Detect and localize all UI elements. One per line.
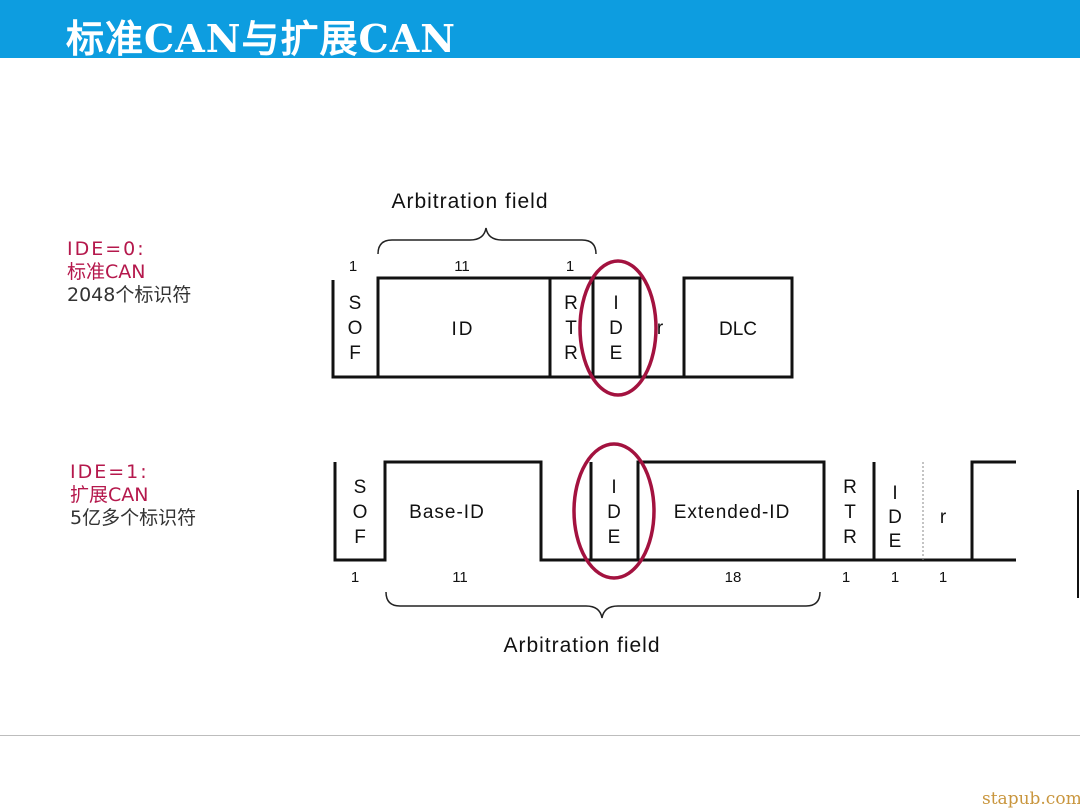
standard-sof-f: F bbox=[349, 343, 361, 364]
extended-ide2-d: D bbox=[888, 507, 902, 528]
standard-rtr-bits: 1 bbox=[566, 258, 574, 275]
extended-arbitration-caption: Arbitration field bbox=[503, 634, 660, 657]
standard-frame-lines bbox=[331, 276, 794, 379]
page-title: 标准CAN与扩展CAN bbox=[66, 16, 456, 61]
standard-sof-bits: 1 bbox=[349, 258, 357, 275]
standard-r-field: r bbox=[657, 318, 664, 339]
extended-extended-id-field: Extended-ID bbox=[674, 502, 791, 523]
standard-rtr-r: R bbox=[564, 293, 578, 314]
standard-arbitration-brace bbox=[377, 227, 597, 255]
standard-ide-e: E bbox=[610, 343, 623, 364]
extended-ide-bits: 1 bbox=[891, 569, 899, 586]
standard-arbitration-caption: Arbitration field bbox=[391, 190, 548, 213]
extended-ide-value: IDE=1: bbox=[70, 461, 149, 483]
extended-type: 扩展CAN bbox=[70, 484, 149, 506]
extended-rtr-r: R bbox=[843, 477, 857, 498]
extended-frame-lines bbox=[333, 460, 1016, 562]
extended-r-bits: 1 bbox=[939, 569, 947, 586]
standard-id-bits: 11 bbox=[454, 258, 470, 275]
extended-id-count: 5亿多个标识符 bbox=[70, 507, 197, 529]
standard-sof-o: O bbox=[348, 318, 363, 339]
extended-rtr-r2: R bbox=[843, 527, 857, 548]
standard-ide-d: D bbox=[609, 318, 623, 339]
extended-r-field: r bbox=[940, 507, 947, 528]
standard-dlc-field: DLC bbox=[719, 319, 757, 340]
extended-ide-highlight bbox=[572, 442, 656, 580]
extended-sof-o: O bbox=[353, 502, 368, 523]
extended-rtr-bits: 1 bbox=[842, 569, 850, 586]
title-bar bbox=[0, 0, 1080, 58]
extended-base-id-bits: 11 bbox=[452, 569, 468, 586]
extended-label: IDE=1: 扩展CAN 5亿多个标识符 bbox=[70, 461, 196, 530]
extended-base-id-field: Base-ID bbox=[409, 502, 485, 523]
extended-ide-d: D bbox=[607, 502, 621, 523]
extended-sof-bits: 1 bbox=[351, 569, 359, 586]
standard-ide-i: I bbox=[613, 293, 618, 314]
extended-frame: S O F Base-ID I D E Extended-ID R T R I … bbox=[333, 442, 1016, 657]
standard-ide-highlight bbox=[578, 259, 658, 397]
extended-extended-id-bits: 18 bbox=[725, 569, 742, 586]
standard-ide-value: IDE=0: bbox=[67, 238, 146, 260]
extended-ide-e: E bbox=[608, 527, 621, 548]
standard-rtr-r2: R bbox=[564, 343, 578, 364]
extended-ide2-e: E bbox=[889, 531, 902, 552]
watermark: stapub.com bbox=[982, 789, 1080, 809]
extended-sof-s: S bbox=[354, 477, 367, 498]
extended-rtr-t: T bbox=[844, 502, 856, 523]
extended-arbitration-brace bbox=[385, 591, 821, 619]
extended-ide2-i: I bbox=[892, 483, 897, 504]
extended-ide-i: I bbox=[611, 477, 616, 498]
standard-id-field: ID bbox=[452, 319, 475, 340]
standard-frame: Arbitration field 1 11 1 S O F ID R T R … bbox=[331, 190, 794, 397]
standard-label: IDE=0: 标准CAN 2048个标识符 bbox=[67, 238, 191, 307]
footer-divider bbox=[0, 735, 1080, 736]
standard-type: 标准CAN bbox=[67, 261, 146, 283]
extended-sof-f: F bbox=[354, 527, 366, 548]
standard-rtr-t: T bbox=[565, 318, 577, 339]
standard-sof-s: S bbox=[349, 293, 362, 314]
standard-id-count: 2048个标识符 bbox=[67, 284, 192, 306]
